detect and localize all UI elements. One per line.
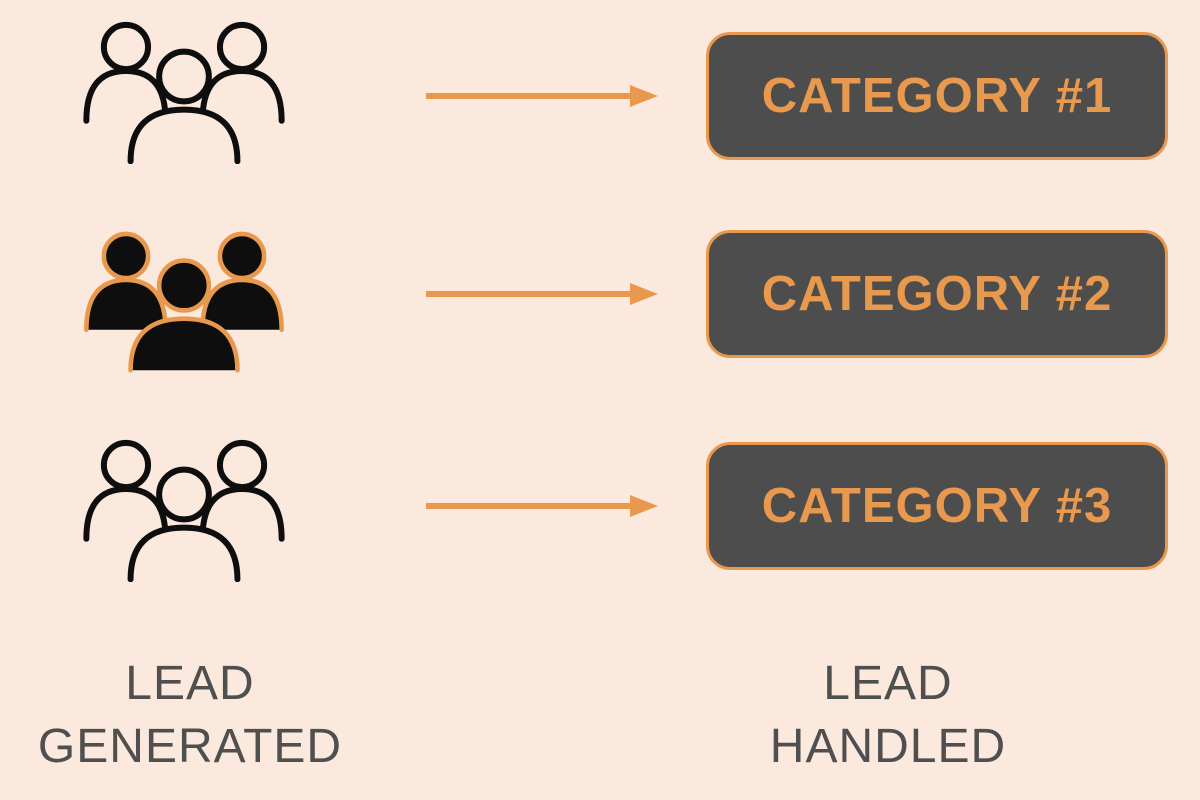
users-group-filled-icon	[68, 221, 300, 373]
lead-handled-line1: LEAD	[823, 657, 953, 710]
category-box-label: CATEGORY #1	[761, 69, 1113, 123]
arrow-right-icon	[426, 495, 658, 517]
category-box-2: CATEGORY #2	[706, 230, 1168, 358]
arrow-right-icon	[426, 283, 658, 305]
lead-handled-line2: HANDLED	[769, 720, 1007, 774]
category-box-3: CATEGORY #3	[706, 442, 1168, 570]
category-box-1: CATEGORY #1	[706, 32, 1168, 160]
category-box-label: CATEGORY #2	[761, 267, 1113, 321]
category-box-label: CATEGORY #3	[761, 479, 1113, 533]
lead-handled-label: LEAD HANDLED	[698, 652, 1078, 779]
lead-generated-label: LEAD GENERATED	[0, 652, 380, 779]
lead-generated-line2: GENERATED	[37, 720, 343, 774]
lead-generated-line1: LEAD	[125, 657, 255, 710]
arrow-right-icon	[426, 85, 658, 107]
users-group-outline-icon	[68, 12, 300, 164]
users-group-outline-icon	[68, 430, 300, 582]
